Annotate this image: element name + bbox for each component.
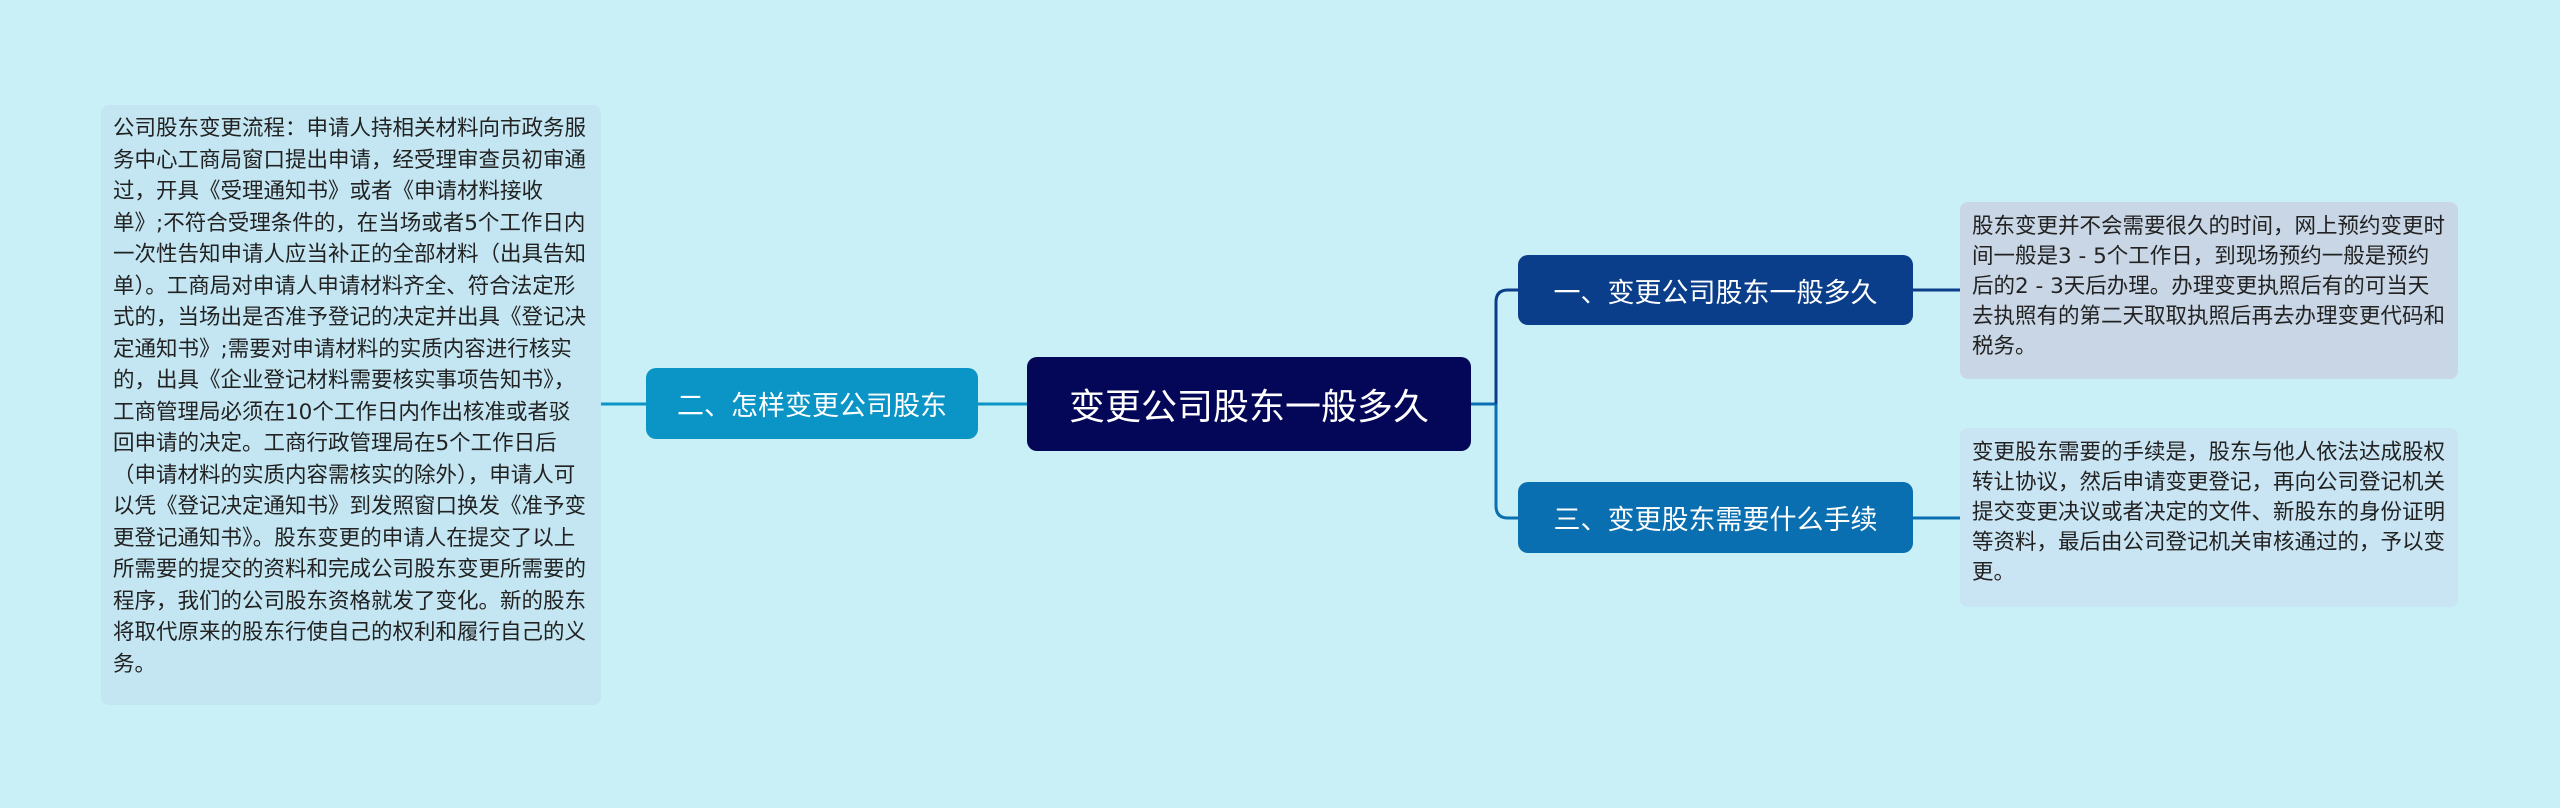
branch-how-to-change[interactable]: 二、怎样变更公司股东 [646,368,978,439]
central-topic-label: 变更公司股东一般多久 [1068,387,1429,428]
connector-to-branch-1 [1494,288,1518,404]
branch-procedures[interactable]: 三、变更股东需要什么手续 [1518,482,1913,553]
branch-label: 一、变更公司股东一般多久 [1553,277,1878,309]
note-how-to-change: 公司股东变更流程：申请人持相关材料向市政务服务中心工商局窗口提出申请，经受理审查… [101,105,601,705]
central-topic[interactable]: 变更公司股东一般多久 [1027,357,1471,451]
connector-to-branch-3 [1494,404,1518,520]
branch-label: 二、怎样变更公司股东 [677,391,947,422]
branch-how-long[interactable]: 一、变更公司股东一般多久 [1518,255,1913,325]
note-procedures: 变更股东需要的手续是，股东与他人依法达成股权转让协议，然后申请变更登记，再向公司… [1960,428,2458,607]
branch-label: 三、变更股东需要什么手续 [1553,505,1878,536]
note-how-long: 股东变更并不会需要很久的时间，网上预约变更时间一般是3 - 5个工作日，到现场预… [1960,202,2458,379]
